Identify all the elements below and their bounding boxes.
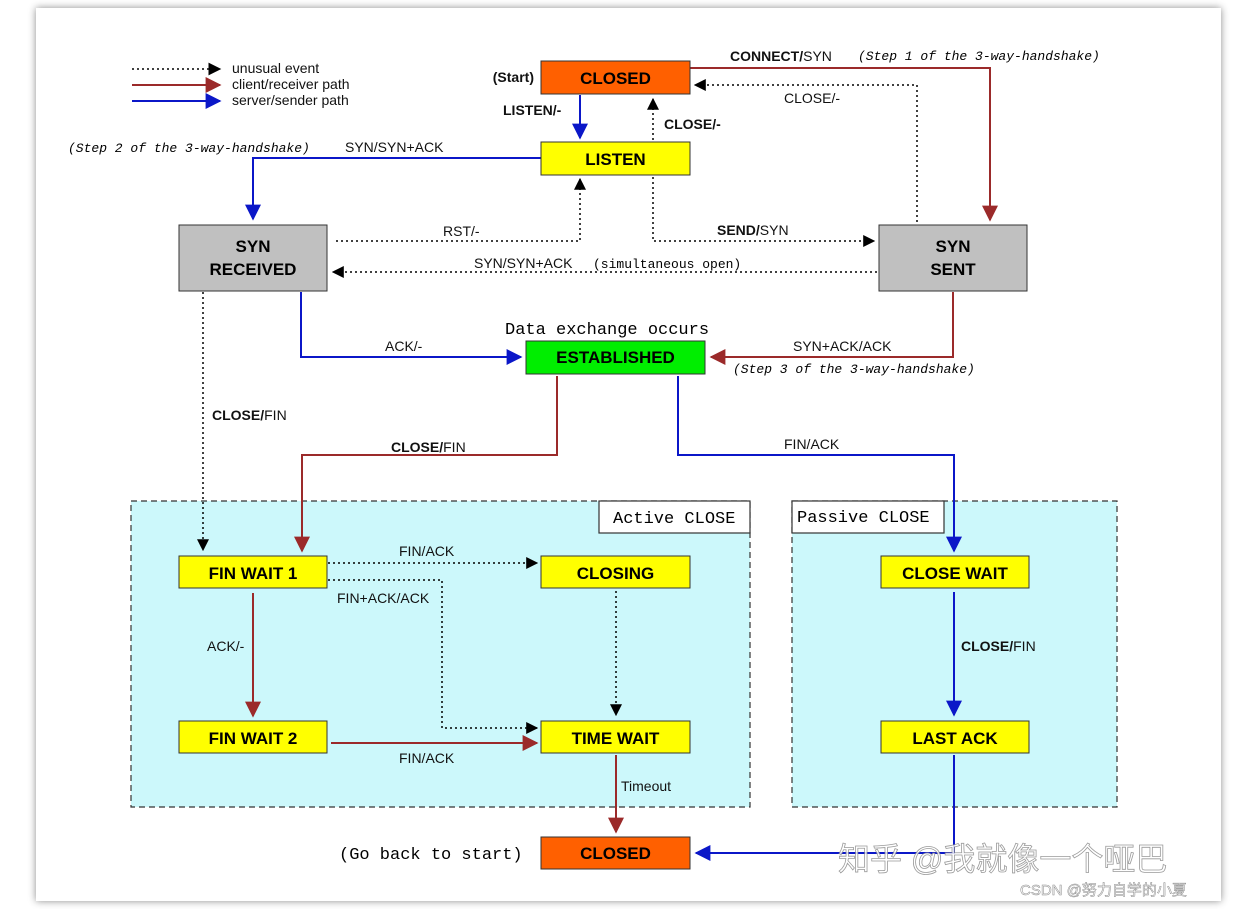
data-exchange-label: Data exchange occurs [505, 321, 709, 340]
start-label: (Start) [493, 69, 534, 85]
state-syn-sent-label-1: SYN [936, 237, 971, 256]
state-fin-wait-2-label: FIN WAIT 2 [209, 729, 298, 748]
step1-label: (Step 1 of the 3-way-handshake) [858, 49, 1100, 64]
send-bold: SEND/ [717, 222, 760, 238]
close-dash-top-label: CLOSE/- [784, 90, 840, 106]
state-established: ESTABLISHED [525, 340, 706, 375]
send-syn-label: SEND/SYN [717, 222, 789, 238]
close-fin-mid-label: CLOSE/FIN [391, 439, 466, 455]
state-last-ack-label: LAST ACK [912, 729, 998, 748]
state-syn-sent-label-2: SENT [930, 260, 976, 279]
connect-syn-label: CONNECT/SYN [730, 48, 832, 64]
close-fin-mid-rest: FIN [443, 439, 466, 455]
active-close-tag [598, 500, 751, 534]
state-fin-wait-1-label: FIN WAIT 1 [209, 564, 298, 583]
ack-dash-est-label: ACK/- [385, 338, 423, 354]
state-closed-top-label: CLOSED [580, 69, 651, 88]
state-time-wait: TIME WAIT [540, 720, 691, 754]
state-closing: CLOSING [540, 555, 691, 589]
send-rest: SYN [760, 222, 789, 238]
close-fin-cw-label: CLOSE/FIN [961, 638, 1036, 654]
state-fin-wait-2: FIN WAIT 2 [178, 720, 328, 754]
rst-label: RST/- [443, 223, 480, 239]
state-close-wait: CLOSE WAIT [880, 555, 1030, 589]
state-syn-sent: SYN SENT [878, 224, 1028, 292]
active-close-label: Active CLOSE [613, 510, 735, 529]
connect-bold: CONNECT/ [730, 48, 803, 64]
synack-ack-label: SYN+ACK/ACK [793, 338, 892, 354]
step2-label: (Step 2 of the 3-way-handshake) [68, 141, 310, 156]
step3-label: (Step 3 of the 3-way-handshake) [733, 362, 975, 377]
fin-ack-fw1-label: FIN/ACK [399, 543, 455, 559]
arrow-connect-syn [690, 67, 998, 222]
state-syn-received: SYN RECEIVED [178, 224, 328, 292]
fin-ack-fw2-label: FIN/ACK [399, 750, 455, 766]
simultaneous-label-b: (simultaneous open) [593, 257, 741, 272]
close-fin-mid-bold: CLOSE/ [391, 439, 443, 455]
state-close-wait-label: CLOSE WAIT [902, 564, 1008, 583]
legend: unusual event client/receiver path serve… [132, 60, 350, 109]
arrow-rst [336, 177, 586, 242]
state-listen: LISTEN [540, 141, 691, 176]
close-fin-left-bold: CLOSE/ [212, 407, 264, 423]
listen-dash-label: LISTEN/- [503, 102, 562, 118]
legend-client-text: client/receiver path [232, 76, 350, 92]
state-listen-label: LISTEN [585, 150, 645, 169]
arrow-ack-established [300, 292, 523, 365]
simultaneous-label-a: SYN/SYN+ACK [474, 255, 573, 271]
arrow-lastack-closed [694, 755, 955, 861]
state-syn-received-label-1: SYN [236, 237, 271, 256]
ack-dash-fw1-label: ACK/- [207, 638, 245, 654]
timeout-label: Timeout [621, 778, 671, 794]
close-fin-left-label: CLOSE/FIN [212, 407, 287, 423]
state-closed-bottom: CLOSED [540, 836, 691, 870]
zhihu-watermark: 知乎 @我就像一个哑巴 [838, 841, 1167, 877]
close-fin-left-rest: FIN [264, 407, 287, 423]
state-closed-top: CLOSED [540, 60, 691, 95]
state-established-label: ESTABLISHED [556, 348, 675, 367]
active-close-region [130, 500, 751, 808]
arrow-fw1-timewait [328, 579, 539, 734]
arrow-send-syn [652, 177, 876, 247]
arrow-synack-ack [709, 292, 954, 365]
passive-close-label: Passive CLOSE [797, 509, 930, 528]
arrow-syn-synack [245, 157, 541, 221]
state-fin-wait-1: FIN WAIT 1 [178, 555, 328, 589]
connect-rest: SYN [803, 48, 832, 64]
state-last-ack: LAST ACK [880, 720, 1030, 754]
syn-synack-label: SYN/SYN+ACK [345, 139, 444, 155]
close-dash-listen-label: CLOSE/- [664, 116, 721, 132]
arrow-est-fin-ack [677, 376, 962, 553]
legend-unusual-text: unusual event [232, 60, 319, 76]
go-back-label: (Go back to start) [339, 846, 523, 865]
state-closing-label: CLOSING [577, 564, 654, 583]
passive-close-tag [791, 500, 945, 534]
legend-server-text: server/sender path [232, 92, 349, 108]
state-time-wait-label: TIME WAIT [572, 729, 660, 748]
close-fin-cw-bold: CLOSE/ [961, 638, 1013, 654]
arrow-synsent-close [693, 79, 918, 222]
finack-ack-label: FIN+ACK/ACK [337, 590, 430, 606]
state-closed-bottom-label: CLOSED [580, 844, 651, 863]
close-fin-cw-rest: FIN [1013, 638, 1036, 654]
arrow-est-close-fin [294, 376, 558, 553]
fin-ack-est-label: FIN/ACK [784, 436, 840, 452]
csdn-watermark: CSDN @努力自学的小夏 [1020, 882, 1187, 899]
state-syn-received-label-2: RECEIVED [210, 260, 297, 279]
